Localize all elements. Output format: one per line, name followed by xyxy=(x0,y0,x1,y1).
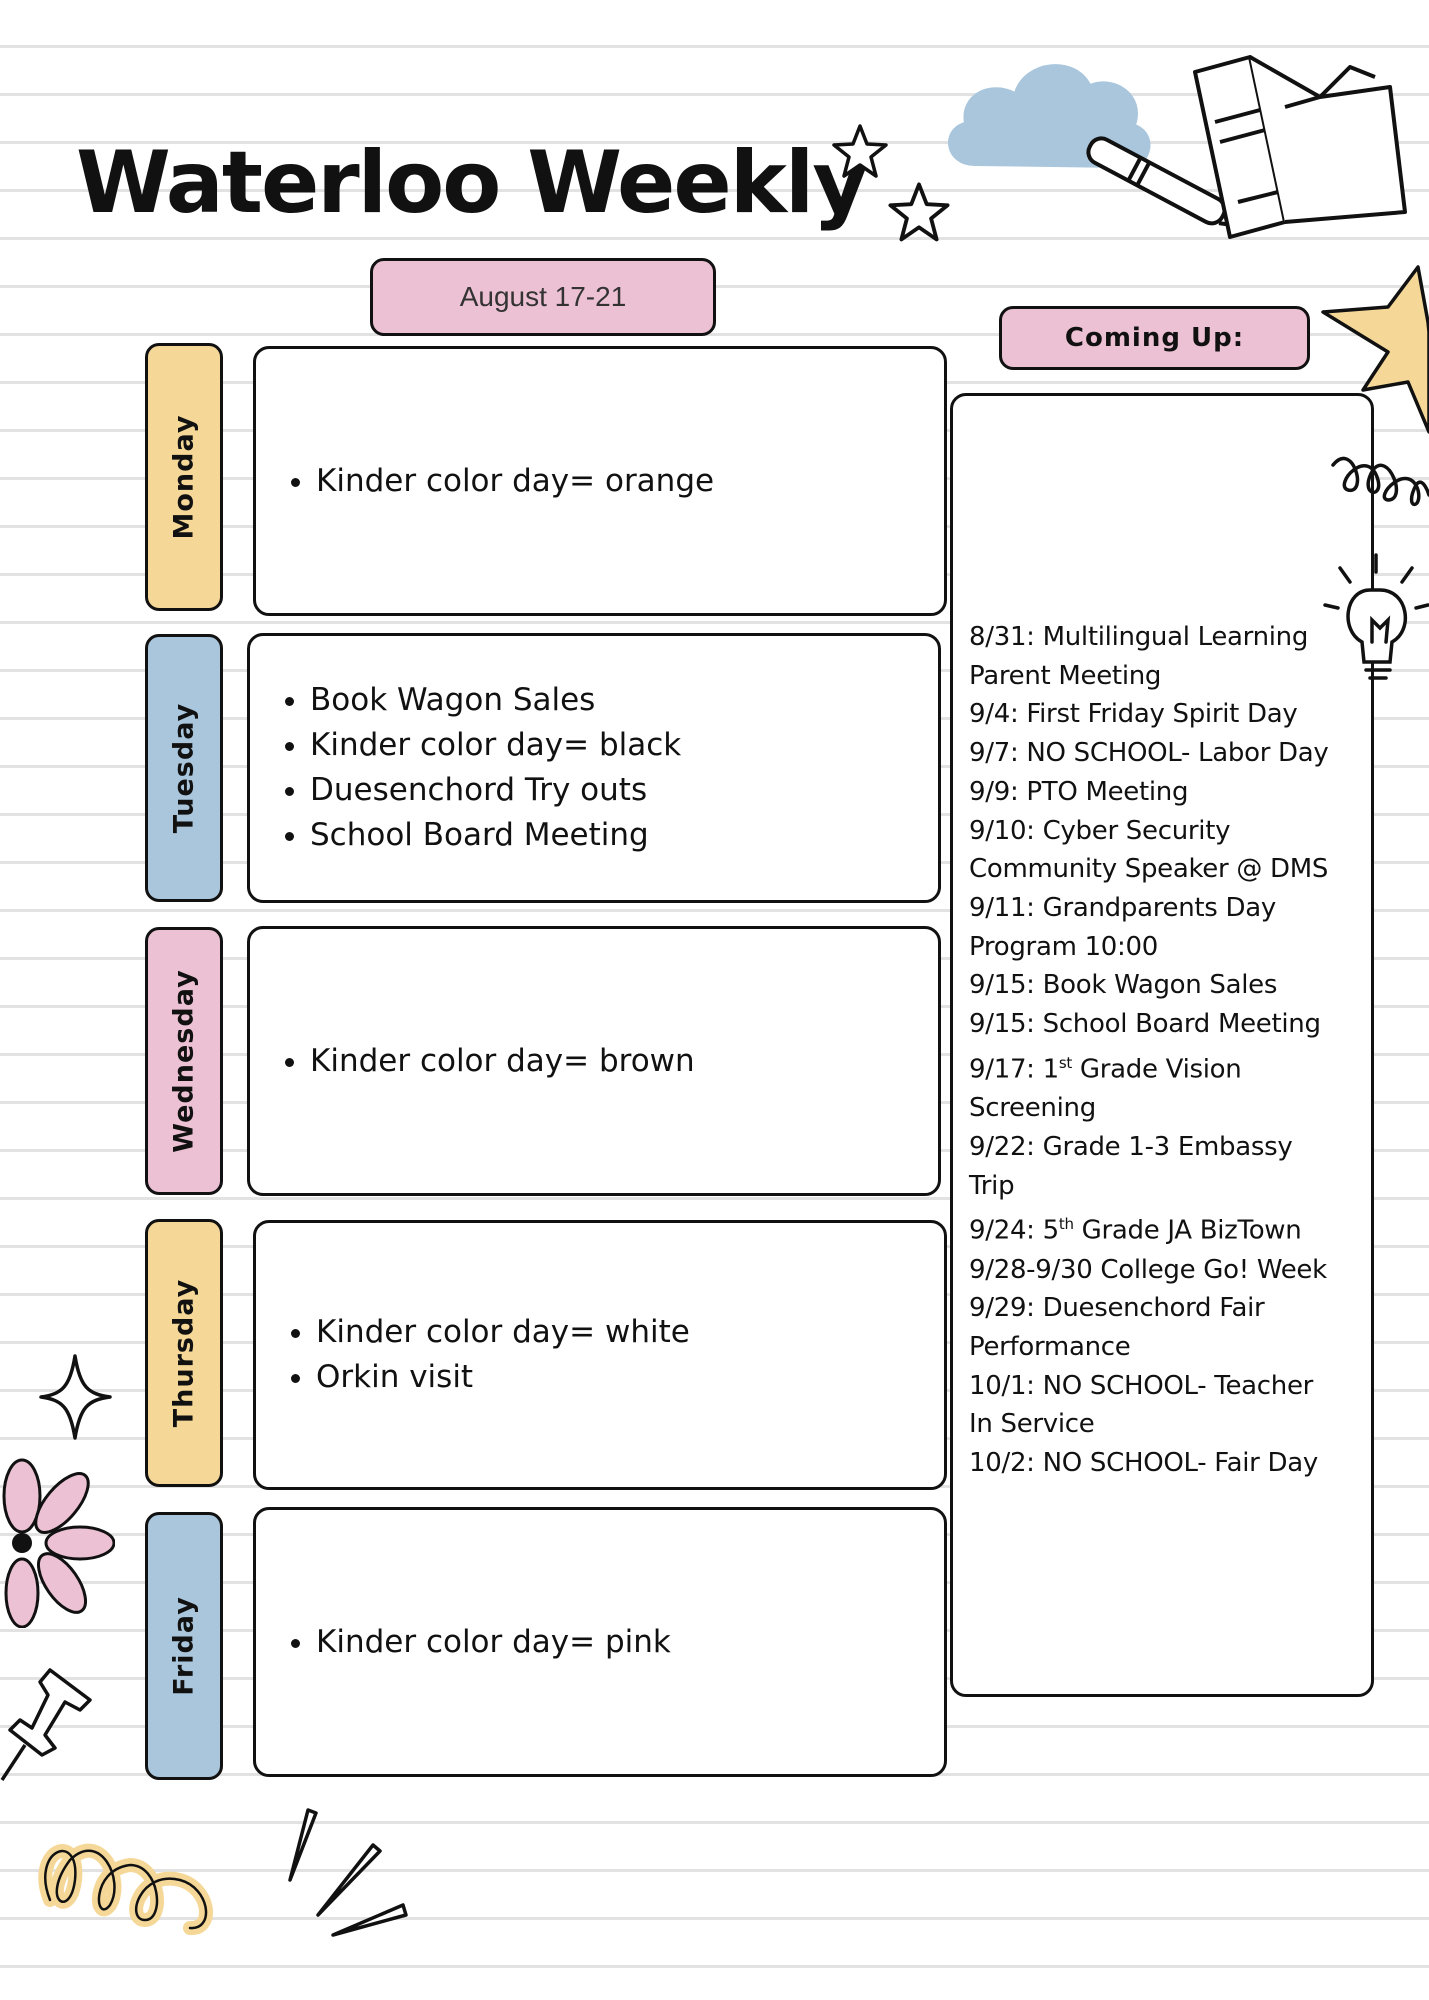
flower-icon xyxy=(2,1458,115,1628)
star-icon xyxy=(1321,265,1429,434)
event-item: Trip xyxy=(969,1170,1015,1201)
date-range-label: August 17-21 xyxy=(459,281,627,312)
list-item: Kinder color day= black xyxy=(310,723,681,768)
day-box-thursday: Kinder color day= white Orkin visit xyxy=(253,1220,947,1490)
page-title: Waterloo Weekly xyxy=(76,133,868,233)
list-item: Kinder color day= pink xyxy=(316,1620,671,1665)
friday-list: Kinder color day= pink xyxy=(256,1620,671,1665)
list-item: Kinder color day= orange xyxy=(316,459,714,504)
event-item: Community Speaker @ DMS xyxy=(969,854,1329,885)
star-icon xyxy=(832,124,888,178)
event-item: 9/4: First Friday Spirit Day xyxy=(969,699,1298,730)
day-label: Friday xyxy=(168,1596,200,1696)
pen-icon xyxy=(1086,136,1248,230)
event-item: 9/24: 5th Grade JA BizTown xyxy=(969,1215,1302,1246)
day-box-tuesday: Book Wagon Sales Kinder color day= black… xyxy=(247,633,941,903)
event-item: 10/2: NO SCHOOL- Fair Day xyxy=(969,1448,1318,1479)
star-icon xyxy=(888,182,950,242)
list-item: Orkin visit xyxy=(316,1355,690,1400)
event-item: 9/17: 1st Grade Vision xyxy=(969,1053,1242,1085)
rays-icon xyxy=(288,1808,408,1937)
coming-up-badge: Coming Up: xyxy=(999,306,1310,370)
day-box-monday: Kinder color day= orange xyxy=(253,346,947,616)
event-item: 9/9: PTO Meeting xyxy=(969,776,1189,807)
sparkle-icon xyxy=(39,1354,112,1440)
date-range-badge: August 17-21 xyxy=(370,258,716,336)
event-item: 8/31: Multilingual Learning xyxy=(969,622,1309,652)
day-box-friday: Kinder color day= pink xyxy=(253,1507,947,1777)
coming-up-title: Coming Up: xyxy=(1064,323,1245,353)
monday-list: Kinder color day= orange xyxy=(256,459,714,504)
day-tab-wednesday: Wednesday xyxy=(145,927,223,1195)
spiral-icon xyxy=(1331,456,1429,507)
list-item: School Board Meeting xyxy=(310,813,681,858)
lightbulb-icon xyxy=(1323,553,1429,680)
event-item: In Service xyxy=(969,1409,1095,1440)
list-item: Duesenchord Try outs xyxy=(310,768,681,813)
day-tab-thursday: Thursday xyxy=(145,1219,223,1487)
event-item: 9/22: Grade 1-3 Embassy xyxy=(969,1131,1293,1162)
event-item: 10/1: NO SCHOOL- Teacher xyxy=(969,1370,1314,1401)
event-item: 9/10: Cyber Security xyxy=(969,815,1231,846)
wednesday-list: Kinder color day= brown xyxy=(250,1039,695,1084)
thursday-list: Kinder color day= white Orkin visit xyxy=(256,1310,690,1400)
tuesday-list: Book Wagon Sales Kinder color day= black… xyxy=(250,678,681,858)
event-item: Parent Meeting xyxy=(969,660,1162,691)
event-item: 9/15: Book Wagon Sales xyxy=(969,970,1278,1001)
day-label: Thursday xyxy=(168,1278,200,1428)
event-item: Screening xyxy=(969,1093,1096,1124)
event-item: 9/7: NO SCHOOL- Labor Day xyxy=(969,738,1329,769)
spiral-icon xyxy=(38,1843,213,1935)
day-tab-friday: Friday xyxy=(145,1512,223,1780)
day-label: Tuesday xyxy=(168,702,200,834)
day-label: Monday xyxy=(168,414,200,540)
event-item: 9/29: Duesenchord Fair xyxy=(969,1293,1265,1324)
event-item: 9/15: School Board Meeting xyxy=(969,1009,1321,1040)
pushpin-icon xyxy=(0,1668,92,1781)
day-tab-monday: Monday xyxy=(145,343,223,611)
event-item: 9/28-9/30 College Go! Week xyxy=(969,1254,1327,1285)
event-item: Performance xyxy=(969,1331,1131,1362)
day-label: Wednesday xyxy=(168,969,200,1153)
list-item: Book Wagon Sales xyxy=(310,678,681,723)
event-item: 9/11: Grandparents Day xyxy=(969,892,1276,923)
day-tab-tuesday: Tuesday xyxy=(145,634,223,902)
event-item: Program 10:00 xyxy=(969,931,1158,962)
list-item: Kinder color day= brown xyxy=(310,1039,695,1084)
list-item: Kinder color day= white xyxy=(316,1310,690,1355)
day-box-wednesday: Kinder color day= brown xyxy=(247,926,941,1196)
book-icon xyxy=(1193,55,1407,239)
